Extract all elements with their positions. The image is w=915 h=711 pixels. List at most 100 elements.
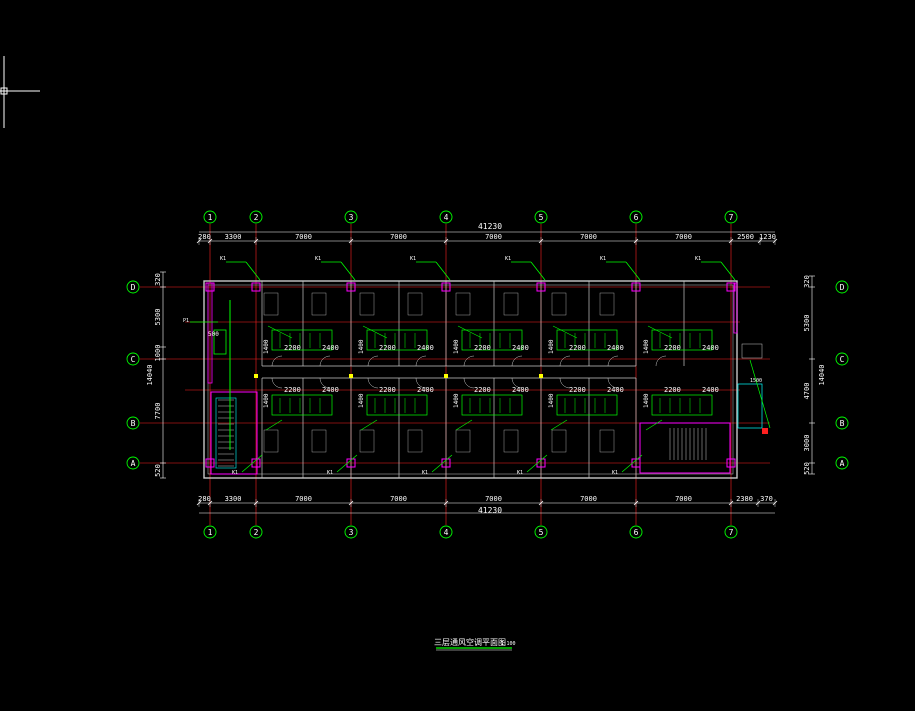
building-walls	[203, 280, 768, 479]
door-arc-lower-4	[463, 377, 475, 389]
room-dim-b-upper-1: 2400	[417, 344, 434, 352]
room-dim-a-lower-0: 2200	[284, 386, 301, 394]
room-dim-b-lower-3: 2400	[607, 386, 624, 394]
room-dim-b-upper-0: 2400	[322, 344, 339, 352]
dim-bottom-label-3: 7000	[390, 495, 407, 503]
dim-top-label-7: 2500	[737, 233, 754, 241]
duct-diag-bottom-4	[621, 454, 643, 473]
duct-diag-top-1	[340, 261, 356, 281]
dim-right-total: 14040	[818, 364, 826, 385]
duct-cluster-lower-2	[461, 394, 523, 416]
duct-right-diag	[749, 359, 771, 429]
furniture-lower-6	[551, 429, 567, 453]
furniture-lower-1	[311, 429, 327, 453]
duct-tag-bottom-4: K1	[612, 470, 618, 476]
duct-diag-upper-3	[552, 325, 578, 339]
duct-diag-upper-1	[362, 325, 388, 339]
door-arc-upper-4	[463, 355, 475, 367]
dim-right-label-4: 520	[803, 462, 811, 475]
bubble-bottom-6-circle	[629, 525, 643, 539]
right-shaft	[737, 383, 763, 429]
duct-diag-top-3	[530, 261, 546, 281]
door-arc-lower-2	[367, 377, 379, 389]
riser-dim-upper-3: 1400	[548, 339, 555, 354]
bubble-left-D-circle	[126, 280, 140, 294]
bubble-left-B-label: B	[131, 419, 136, 428]
door-arc-upper-8	[655, 355, 667, 367]
room-dim-b-upper-2: 2400	[512, 344, 529, 352]
dim-top-label-0: 280	[198, 233, 211, 241]
stair-left-outline	[210, 391, 258, 475]
door-arc-lower-6	[559, 377, 571, 389]
door-arc-lower-5	[511, 377, 523, 389]
bubble-top-6-circle	[629, 210, 643, 224]
column-6-1	[726, 458, 736, 468]
duct-cluster-lower-3	[556, 394, 618, 416]
duct-diag-lower-3	[550, 419, 568, 431]
door-arc-upper-6	[559, 355, 571, 367]
duct-diag-top-5	[720, 261, 736, 281]
bubble-right-B-circle	[835, 416, 849, 430]
room-dim-a-upper-0: 2200	[284, 344, 301, 352]
bubble-bottom-6-label: 6	[634, 528, 639, 537]
bubble-bottom-3-label: 3	[349, 528, 354, 537]
bubble-right-D-circle	[835, 280, 849, 294]
column-1-0	[251, 282, 261, 292]
dim-bottom-label-8: 370	[760, 495, 773, 503]
dim-bottom-label-7: 2380	[736, 495, 753, 503]
yellow-marker-3	[539, 374, 543, 378]
bubble-bottom-2-circle	[249, 525, 263, 539]
bubble-top-2-label: 2	[254, 213, 259, 222]
riser-dim-lower-0: 1400	[263, 393, 270, 408]
riser-dim-upper-1: 1400	[358, 339, 365, 354]
dim-right-label-1: 5300	[803, 315, 811, 332]
furniture-lower-7	[599, 429, 615, 453]
door-arc-upper-2	[367, 355, 379, 367]
bubble-bottom-7-circle	[724, 525, 738, 539]
dim-top-label-1: 3300	[225, 233, 242, 241]
riser-dim-lower-3: 1400	[548, 393, 555, 408]
stair-right-outline	[639, 422, 731, 474]
dim-left-label-0: 320	[154, 273, 162, 286]
dim-left-total: 14040	[146, 364, 154, 385]
column-6-0	[726, 282, 736, 292]
duct-left-box	[213, 329, 227, 355]
column-3-1	[441, 458, 451, 468]
duct-diag-upper-0	[267, 325, 293, 339]
duct-tag-top-3: K1	[505, 256, 511, 262]
left-shaft-magenta	[207, 282, 213, 384]
furniture-upper-4	[455, 292, 471, 316]
furniture-upper-5	[503, 292, 519, 316]
duct-tag-p1: P1	[183, 318, 189, 324]
right-marker	[762, 428, 768, 434]
room-dim-a-upper-2: 2200	[474, 344, 491, 352]
furniture-upper-3	[407, 292, 423, 316]
bubble-bottom-3-circle	[344, 525, 358, 539]
dim-bottom-label-2: 7000	[295, 495, 312, 503]
bubble-right-C-label: C	[840, 355, 845, 364]
duct-cluster-upper-2	[461, 329, 523, 351]
bubble-bottom-4-label: 4	[444, 528, 449, 537]
bubble-top-3-label: 3	[349, 213, 354, 222]
bubble-left-B-circle	[126, 416, 140, 430]
duct-diag-bottom-1	[336, 454, 358, 473]
side-dim-label: 1500	[750, 378, 762, 384]
room-dim-a-lower-1: 2200	[379, 386, 396, 394]
small-dim-label: 500	[208, 331, 219, 338]
furniture-upper-1	[311, 292, 327, 316]
drawing-scale: 1:100	[500, 641, 515, 647]
duct-diag-upper-2	[457, 325, 483, 339]
room-dim-a-upper-4: 2200	[664, 344, 681, 352]
yellow-marker-2	[444, 374, 448, 378]
axis-grid	[140, 224, 770, 525]
duct-tag-top-0: K1	[220, 256, 226, 262]
room-dim-b-upper-3: 2400	[607, 344, 624, 352]
bubble-top-2-circle	[249, 210, 263, 224]
duct-diag-top-4	[625, 261, 641, 281]
dim-left-label-1: 5300	[154, 309, 162, 326]
bubble-top-5-circle	[534, 210, 548, 224]
dim-left-label-4: 520	[154, 464, 162, 477]
